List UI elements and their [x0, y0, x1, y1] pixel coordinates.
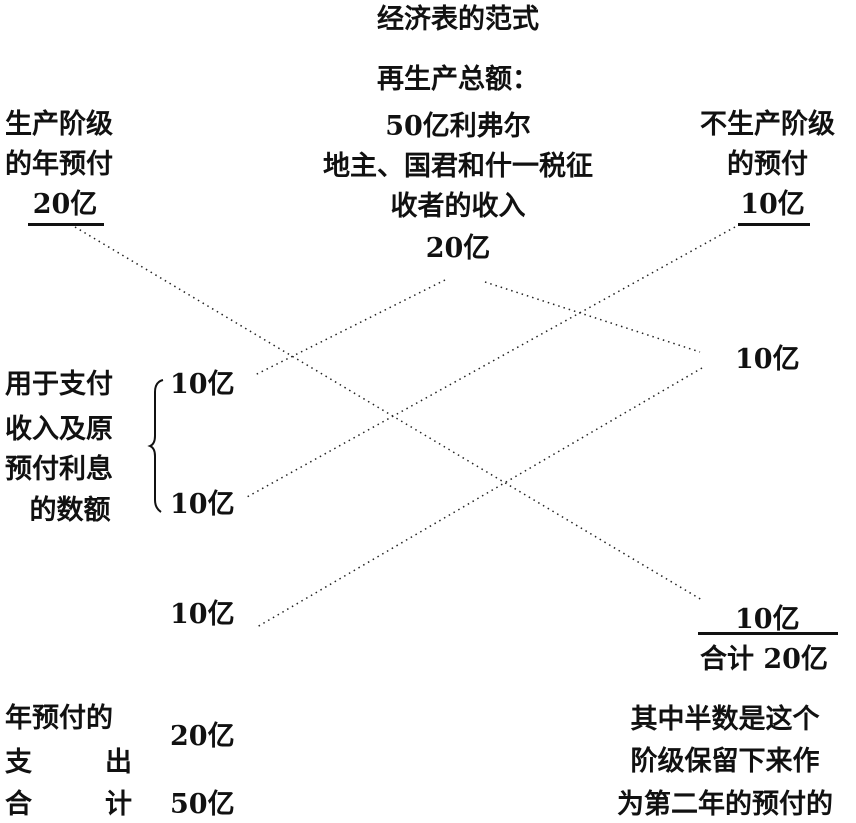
left-amount-1: 10亿 [170, 369, 235, 400]
bottom-right-line-1: 其中半数是这个 [630, 704, 820, 735]
bottom-right-line-2: 阶级保留下来作 [630, 746, 820, 777]
flow-line-revenue-to-right [484, 281, 701, 353]
left-amount-3: 10亿 [170, 599, 235, 630]
bottom-left-row3-value: 50亿 [170, 789, 235, 820]
right-amount-top: 10亿 [735, 344, 800, 375]
left-label-line-2: 收入及原 [5, 414, 113, 445]
center-revenue-amount: 20亿 [425, 233, 491, 264]
bottom-left-row2-label-b: 出 [105, 747, 132, 778]
flow-line-right-to-left-bottom [256, 367, 703, 628]
center-line-3: 地主、国君和什一税征 [323, 151, 593, 182]
bottom-left-row2-label-a: 支 [5, 747, 32, 778]
bottom-left-row2-value: 20亿 [170, 721, 235, 752]
right-total: 合计 20亿 [700, 644, 828, 675]
left-label-line-1: 用于支付 [5, 369, 113, 400]
sterile-class-line-1: 不生产阶级 [700, 109, 835, 140]
left-amount-2: 10亿 [170, 489, 235, 520]
sterile-class-amount: 10亿 [740, 189, 805, 220]
flow-line-revenue-to-left [254, 279, 446, 376]
flow-line-sterile-to-left [246, 226, 736, 498]
productive-underline [28, 223, 104, 226]
productive-class-amount: 20亿 [32, 189, 98, 220]
bottom-left-row3-label-b: 计 [105, 789, 132, 820]
sum-rule [698, 632, 838, 635]
center-line-2: 50亿利弗尔 [385, 111, 531, 142]
center-line-1: 再生产总额： [377, 64, 539, 95]
flow-line-productive-to-sterile [74, 226, 703, 601]
bottom-right-line-3: 为第二年的预付的 [617, 789, 833, 820]
left-label-line-4: 的数额 [29, 495, 111, 526]
productive-class-line-2: 的年预付 [5, 149, 113, 180]
brace-icon [147, 379, 164, 513]
sterile-underline [738, 223, 810, 226]
productive-class-line-1: 生产阶级 [5, 109, 113, 140]
bottom-left-row1-label: 年预付的 [5, 703, 113, 734]
right-amount-bottom: 10亿 [735, 604, 800, 635]
center-line-4: 收者的收入 [390, 191, 526, 222]
sterile-class-line-2: 的预付 [727, 149, 808, 180]
diagram-title: 经济表的范式 [377, 4, 539, 35]
left-label-line-3: 预付利息 [5, 454, 113, 485]
bottom-left-row3-label-a: 合 [5, 789, 32, 820]
